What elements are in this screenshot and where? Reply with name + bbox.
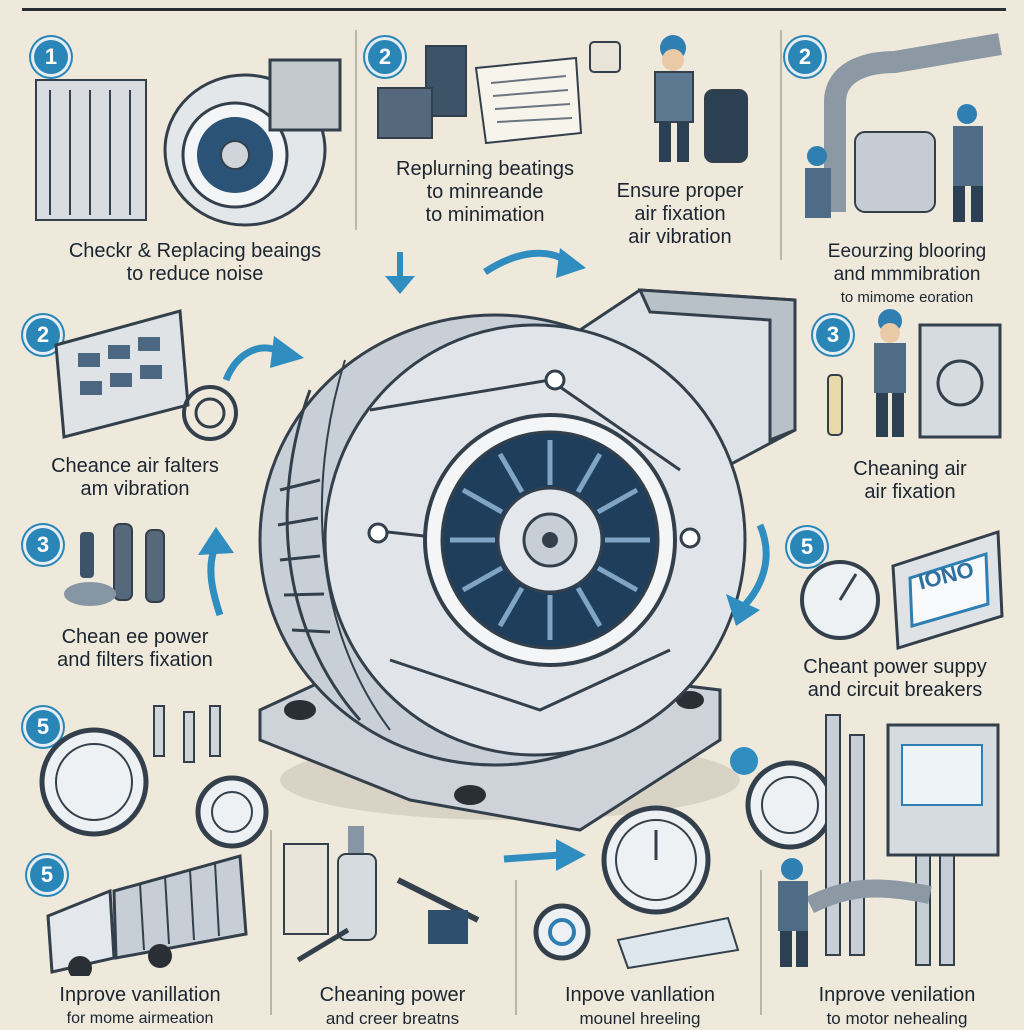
step-caption: Cheant power suppy and circuit breakers	[803, 656, 987, 701]
truck-icon	[46, 854, 248, 976]
step-badge: 5	[790, 530, 824, 564]
step-badge: 3	[26, 528, 60, 562]
step-caption: Inprove venilation to motor nehealing	[818, 984, 976, 1028]
step-caption: Cheaning air air fixation	[853, 458, 967, 503]
divider	[515, 880, 517, 1015]
step-caption: Cheaning power and creer breatns	[319, 984, 466, 1028]
step-badge: 2	[26, 318, 60, 352]
document-icon	[377, 45, 583, 145]
step-caption: Inprove vanillation for mome airmeation	[59, 984, 221, 1027]
technician-icon	[827, 309, 1002, 439]
air-filter-icon	[54, 309, 238, 441]
divider	[760, 870, 762, 1015]
cleaning-kit-icon	[283, 826, 480, 963]
step-badge: 3	[816, 318, 850, 352]
technician-icon	[730, 714, 1000, 967]
pressure-gauge-icon	[800, 529, 1004, 650]
step-caption: Ensure proper air fixation air vibration	[616, 180, 744, 248]
step-badge: 5	[30, 858, 64, 892]
blower-bearing-icon	[35, 58, 342, 227]
step-badge: 2	[788, 40, 822, 74]
duct-inspection-icon	[805, 33, 1002, 222]
centrifugal-blower-icon	[258, 288, 797, 832]
flow-arrow-icon	[503, 839, 586, 871]
step-caption: Cheance air falters am vibration	[51, 455, 219, 500]
step-caption: Chean ee power and filters fixation	[57, 626, 213, 671]
pressure-gauge-icon	[39, 705, 269, 849]
divider	[270, 830, 272, 1015]
step-caption: Checkr & Replacing beaings to reduce noi…	[68, 240, 322, 285]
step-badge: 1	[34, 40, 68, 74]
flow-arrow-icon	[222, 336, 304, 382]
flow-arrow-icon	[483, 248, 586, 278]
flow-arrow-icon	[385, 252, 415, 294]
divider	[355, 30, 357, 230]
divider	[780, 30, 782, 260]
step-caption: Eeourzing blooring and mmmibration to mi…	[827, 241, 987, 306]
top-border	[22, 0, 1006, 11]
technician-icon	[589, 35, 748, 163]
flow-arrow-icon	[726, 523, 770, 626]
step-badge: 5	[26, 710, 60, 744]
capacitor-icon	[64, 523, 165, 606]
step-caption: Replurning beatings to minreande to mini…	[396, 158, 574, 226]
step-caption: Inpove vanllation mounel hreeling	[564, 984, 716, 1028]
step-badge: 2	[368, 40, 402, 74]
flow-arrow-icon	[198, 527, 234, 617]
pressure-gauge-icon	[533, 805, 740, 970]
